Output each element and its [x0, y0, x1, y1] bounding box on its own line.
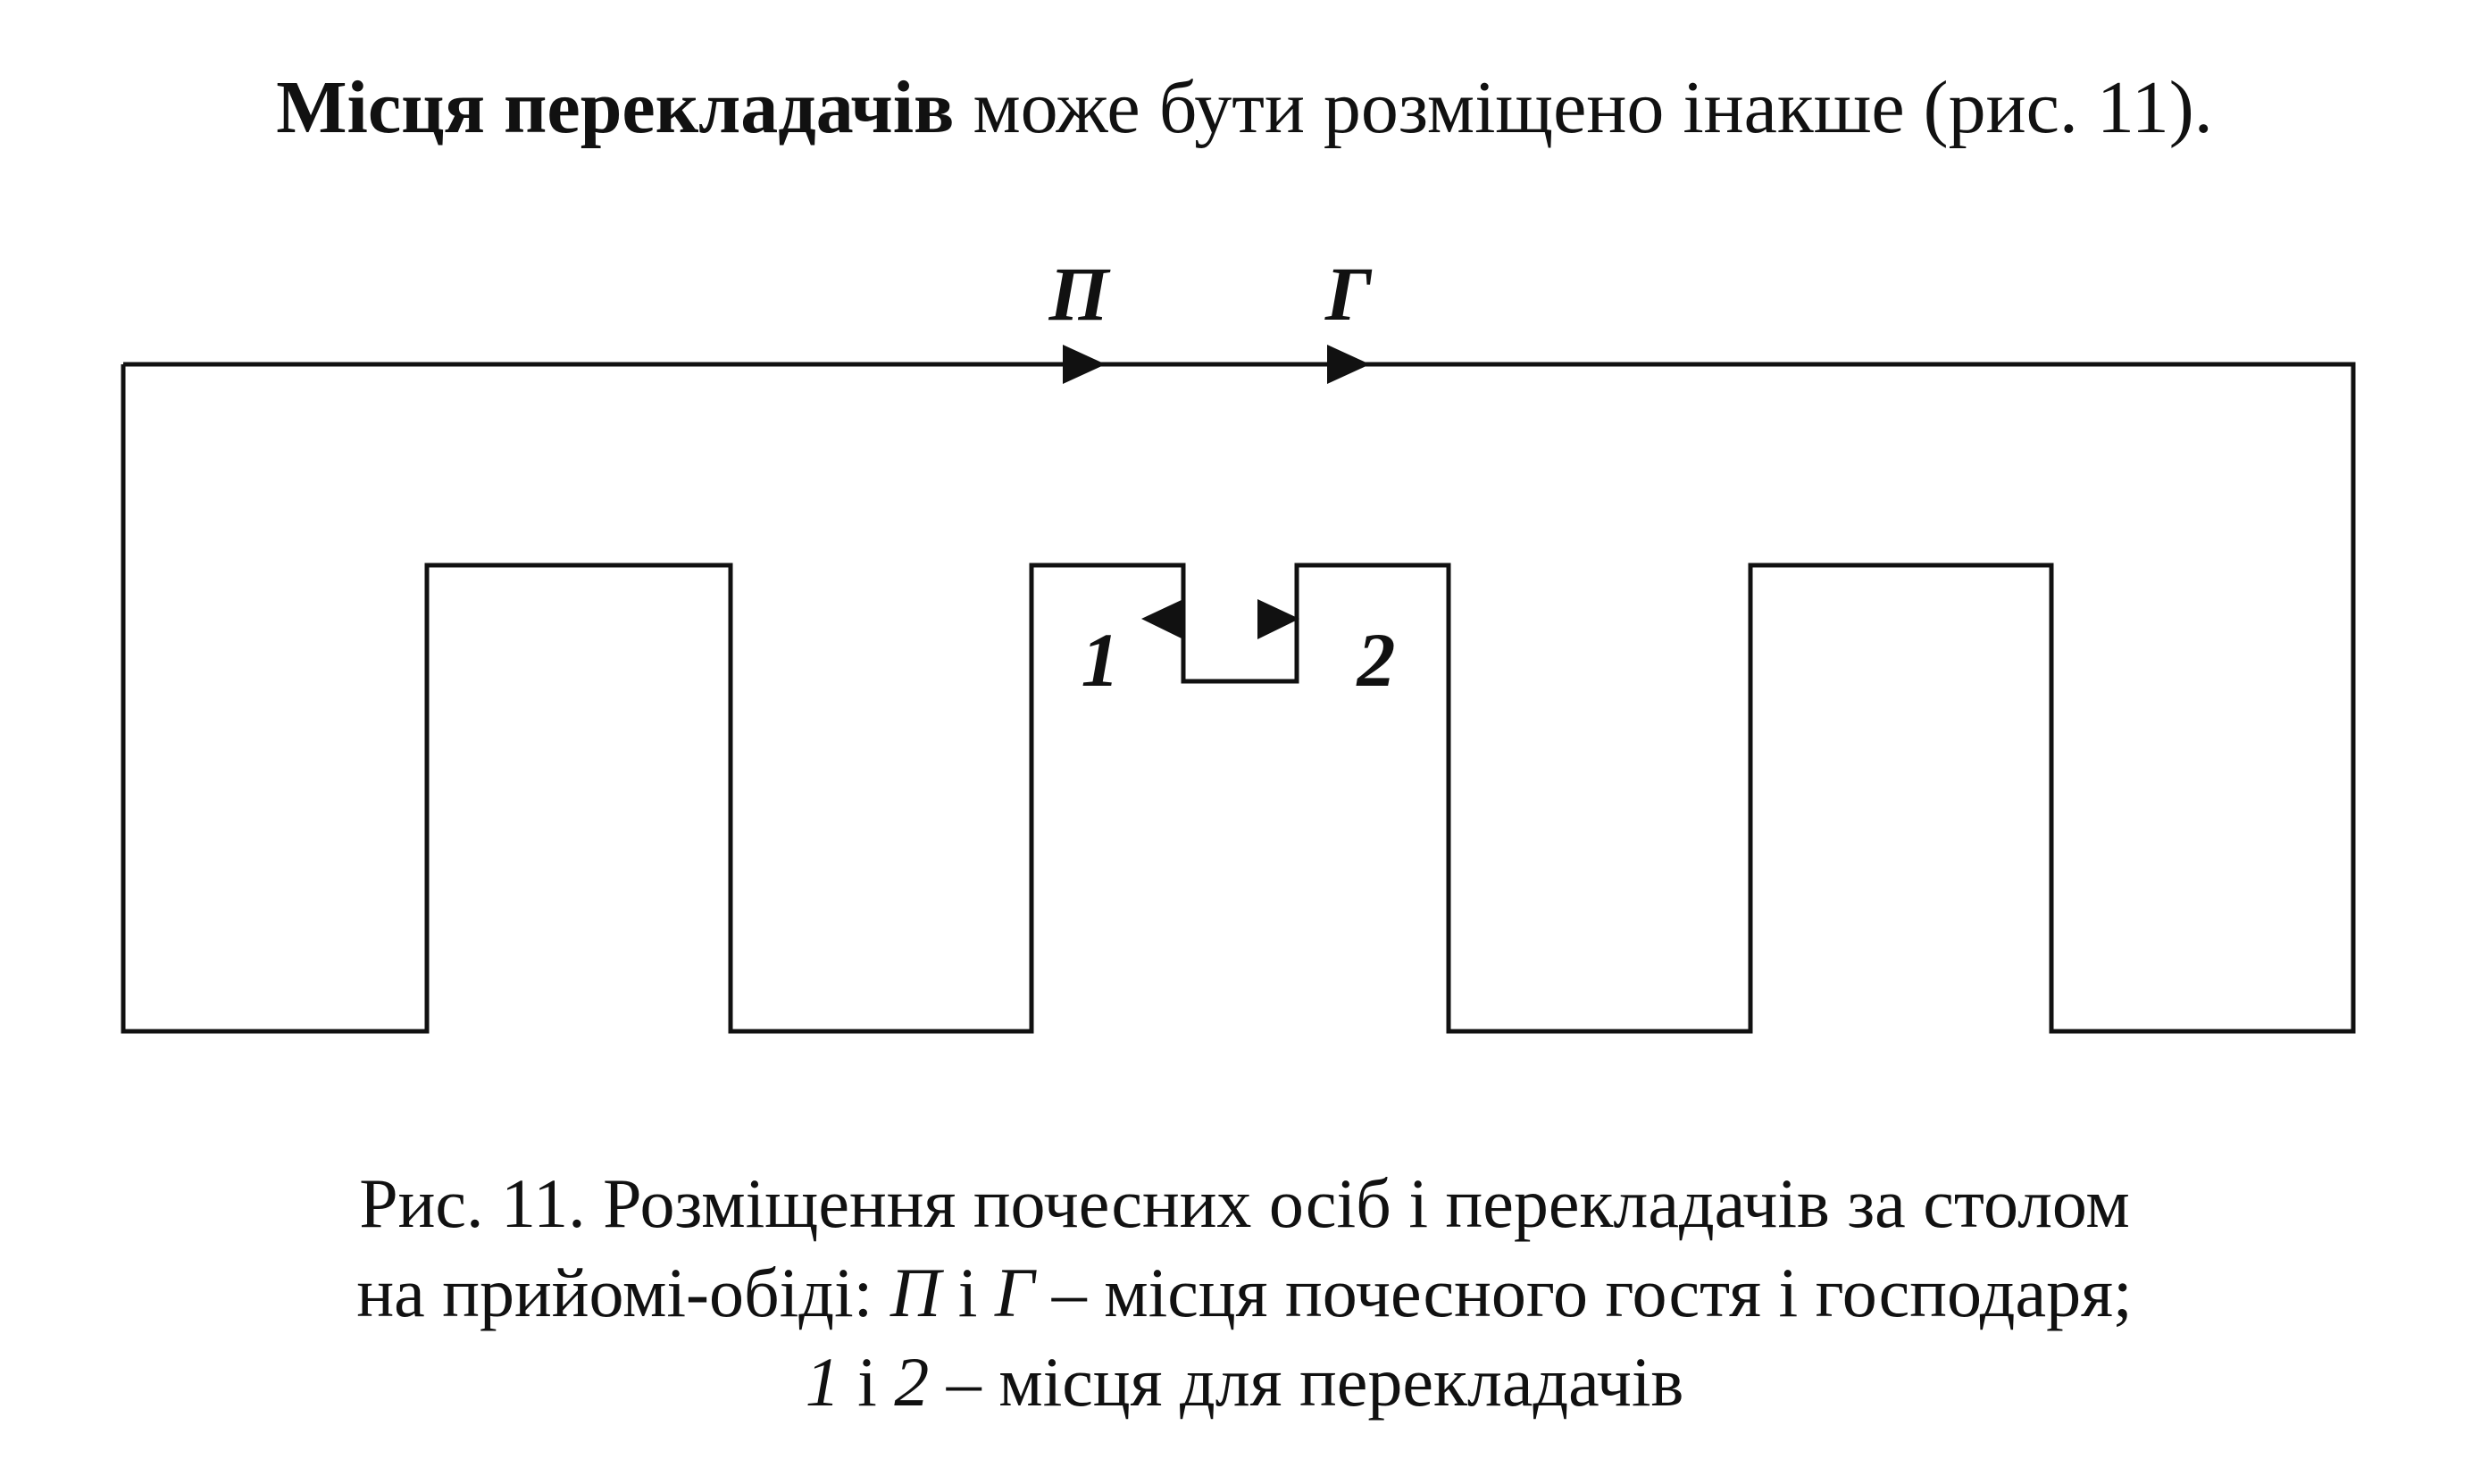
caption-line-2-suffix: – місця почесного гостя і господаря; [1034, 1254, 2133, 1331]
translator-1-label: 1 [1082, 617, 1120, 703]
caption-line-2: на прийомі-обіді: П і Г – місця почесног… [0, 1248, 2489, 1338]
caption-g-symbol: Г [994, 1254, 1035, 1331]
host-seat-label: Г [1324, 251, 1373, 337]
caption-and-2: і [839, 1343, 895, 1421]
translator-1-arrow [1141, 599, 1183, 639]
translator-2-label: 2 [1356, 617, 1396, 703]
caption-line-1: Рис. 11. Розміщення почесних осіб і пере… [359, 1164, 2130, 1242]
caption-and-1: і [940, 1254, 995, 1331]
translator-2-arrow [1257, 599, 1299, 639]
intro-bold-text: Місця перекладачів [276, 66, 955, 149]
intro-sentence: Місця перекладачів може бути розміщено і… [0, 59, 2489, 157]
guest-seat-label: П [1048, 251, 1112, 337]
table-outline [121, 362, 2356, 1034]
guest-seat-arrow [1063, 345, 1106, 384]
caption-line-3: 1 і 2 – місця для перекладачів [0, 1338, 2489, 1427]
caption-p-symbol: П [890, 1254, 941, 1331]
caption-line-3-suffix: – місця для перекладачів [929, 1343, 1684, 1421]
caption-number-1: 1 [805, 1343, 840, 1421]
intro-rest-text: може бути розміщено інакше (рис. 11). [954, 66, 2213, 149]
caption-line-2-prefix: на прийомі-обіді: [356, 1254, 890, 1331]
figure-caption: Рис. 11. Розміщення почесних осіб і пере… [0, 1159, 2489, 1427]
caption-number-2: 2 [894, 1343, 930, 1421]
host-seat-arrow [1327, 345, 1370, 384]
